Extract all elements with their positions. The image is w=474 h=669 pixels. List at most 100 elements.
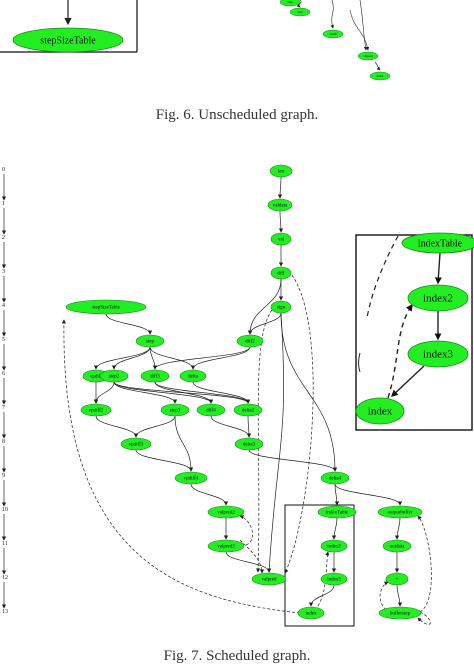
node-label: len [278, 170, 285, 175]
node-label: vpdiff [329, 32, 336, 36]
edge-op-to-bufferstep [396, 584, 403, 607]
node-diff1: diff [270, 266, 292, 280]
inset-node-indexTable: indexTable [401, 232, 474, 254]
figure-6-caption: Fig. 6. Unscheduled graph. [155, 107, 319, 123]
top-small-node-s4: index [369, 71, 391, 81]
node-label: valpred [262, 578, 277, 583]
node-label: valpred [364, 54, 373, 58]
edge-step3-to-vpdiff3 [133, 415, 176, 438]
node-label: + [396, 578, 399, 583]
node-shape [120, 437, 152, 451]
node-label: delta3 [243, 443, 256, 448]
node-shape [320, 572, 348, 586]
edge-delta3-to-delta4 [248, 449, 338, 472]
edge-diff2-to-diff3 [152, 346, 251, 370]
node-shape [401, 232, 474, 254]
node-delta4: delta4 [320, 471, 350, 485]
node-val: val [270, 232, 292, 246]
node-label: valpred3 [217, 545, 235, 550]
top-small-edge [359, 0, 368, 51]
dashed-edge-bufferstep-op [379, 581, 389, 611]
time-step-label: 5 [2, 337, 5, 343]
dashed-edge-bufferstep-outputbuffer [417, 515, 432, 613]
node-label: index [377, 74, 384, 78]
inset-edge-fragment [358, 352, 361, 373]
node-shape [269, 164, 293, 178]
node-shape [289, 7, 311, 17]
node-label: index [305, 612, 317, 617]
node-shape [378, 606, 422, 620]
node-shape [267, 198, 293, 212]
edge-vpdiff3-to-vpdiff4 [135, 449, 194, 472]
node-label: outdata [390, 545, 405, 550]
node-shape [320, 539, 348, 553]
node-valpred3: valpred3 [207, 539, 245, 553]
node-shape [12, 27, 124, 53]
node-shape [297, 606, 325, 620]
node-shape [369, 71, 391, 81]
top-small-node-s2: vpdiff [322, 29, 344, 39]
top-small-node-s5: outp [279, 0, 301, 7]
node-label: index [368, 406, 393, 418]
node-vpdiff3: vpdiff3 [120, 437, 152, 451]
time-step-label: 6 [2, 371, 5, 377]
node-diff3: diff3 [140, 369, 170, 383]
dashed-edge-valpred3-valpred2 [239, 515, 253, 546]
node-valdata: valdata [267, 198, 293, 212]
node-outputbuffer: outputbuffer [377, 505, 423, 519]
node-shape [322, 29, 344, 39]
node-shape [196, 403, 226, 417]
node-index3: index3 [320, 572, 348, 586]
edge-step-to-delta [149, 346, 196, 370]
index-group-box [284, 504, 355, 627]
inset-edge-index3-index [390, 365, 425, 397]
node-label: diff [277, 272, 284, 277]
edge-diff3-to-delta2 [154, 381, 251, 404]
edge-sign-to-valpred [267, 312, 284, 573]
node-label: indexTable [326, 511, 349, 516]
node-label: step [146, 340, 155, 345]
time-step-label: 1 [2, 201, 5, 207]
time-step-label: 0 [2, 167, 5, 173]
node-label: step3 [170, 409, 181, 414]
node-shape [270, 232, 292, 246]
node-sst: stepSizeTable [65, 299, 147, 315]
edge-diff1-to-diff2 [247, 278, 282, 335]
edge-sign-to-delta4 [280, 312, 338, 472]
node-vpdiff4: vpdiff4 [174, 471, 208, 485]
node-label: diff2 [245, 340, 255, 345]
top-small-edge [349, 9, 370, 51]
node-shape [233, 403, 263, 417]
node-shape [377, 505, 423, 519]
node-shape [140, 369, 170, 383]
time-step-label: 13 [2, 609, 8, 615]
node-label: sign [277, 306, 286, 311]
node-valpred2: valpred2 [207, 505, 245, 519]
edge-step2-to-diff4 [113, 381, 214, 404]
node-shape [320, 471, 350, 485]
node-delta2: delta2 [233, 403, 263, 417]
node-len: len [269, 164, 293, 178]
node-label: step [298, 10, 303, 14]
node-label: index2 [423, 293, 453, 305]
node-label: step2 [109, 375, 120, 380]
dashed-edge-index-stepsizetable [61, 319, 301, 614]
top-small-edge [296, 0, 302, 8]
dashed-edge-bufferstep-self [417, 611, 431, 625]
node-label: delta2 [242, 409, 255, 414]
graph-nodes: len valdata val diff sign stepSizeTable step di… [65, 164, 423, 620]
top-small-edge [374, 61, 381, 71]
edge-vpdiff4-to-valpred2 [190, 483, 229, 506]
node-shape [160, 403, 190, 417]
edge-step-to-vpdiff [93, 346, 151, 370]
node-index2: index2 [320, 539, 348, 553]
inset-node-index: index [355, 397, 405, 425]
node-shape [80, 403, 112, 417]
node-step: step [135, 334, 165, 348]
node-delta3: delta3 [234, 437, 264, 451]
node-shape [382, 539, 412, 553]
node-shape [407, 340, 469, 368]
node-label: vpdiff3 [129, 443, 144, 448]
dashed-edge-diff-valpred [284, 274, 314, 574]
